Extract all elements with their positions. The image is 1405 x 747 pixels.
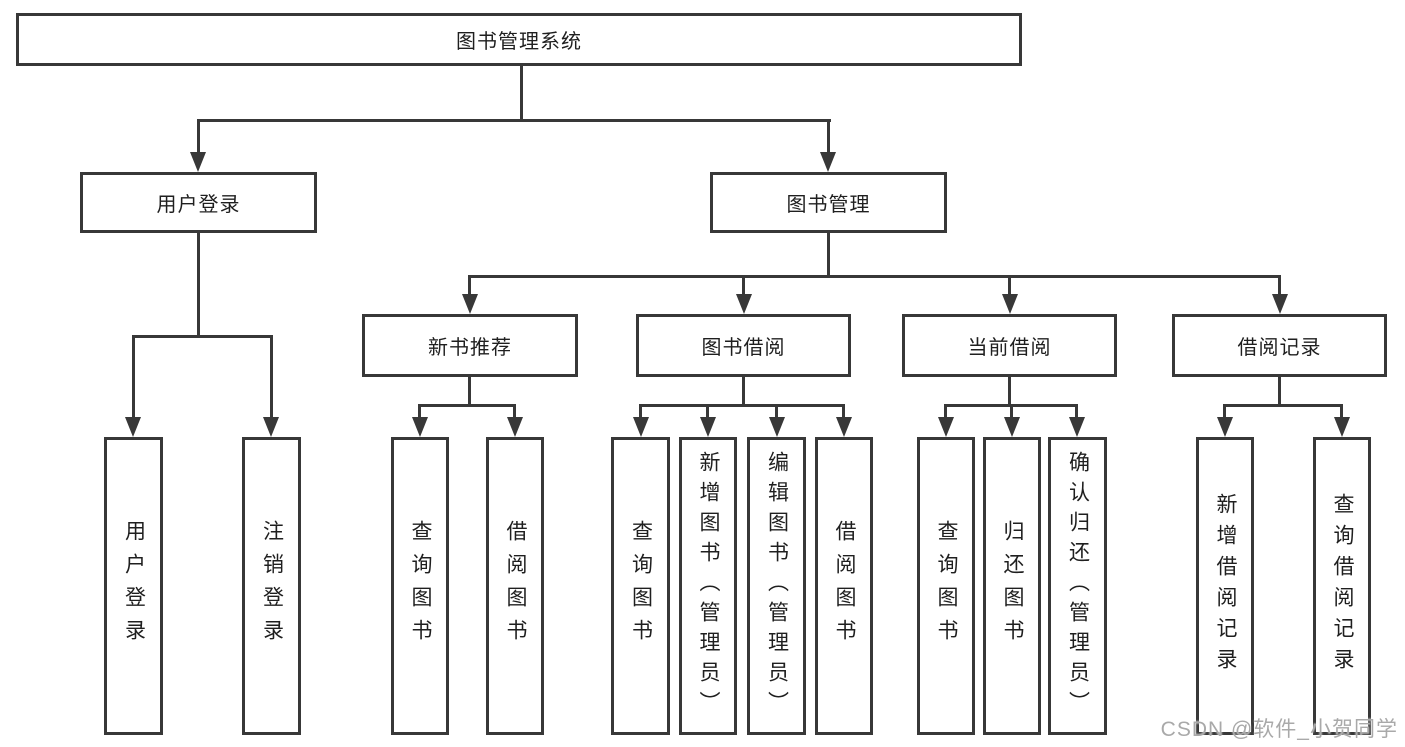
arrowhead-down-icon	[769, 417, 785, 437]
leaf-query-books-borrowing: 查询图书	[611, 437, 670, 735]
connector-vline	[270, 335, 273, 417]
connector-vline	[944, 404, 947, 419]
arrowhead-down-icon	[938, 417, 954, 437]
leaf-query-books-recommend-label: 查询图书	[409, 520, 433, 652]
connector-vline	[639, 404, 642, 419]
leaf-query-books-recommend: 查询图书	[391, 437, 449, 735]
arrowhead-down-icon	[820, 152, 836, 172]
leaf-logout: 注销登录	[242, 437, 301, 735]
connector-vline	[197, 119, 200, 154]
arrowhead-down-icon	[1069, 417, 1085, 437]
connector-vline	[742, 275, 745, 296]
connector-vline	[775, 404, 778, 419]
connector-vline	[1278, 377, 1281, 406]
node-borrowing-records-label: 借阅记录	[1237, 337, 1322, 359]
leaf-borrow-books-borrowing-label: 借阅图书	[833, 520, 857, 652]
connector-vline	[520, 66, 523, 121]
leaf-query-books-borrowing-label: 查询图书	[629, 520, 653, 652]
watermark: CSDN @软件_小贺同学	[1160, 718, 1398, 741]
connector-vline	[468, 377, 471, 406]
connector-vline	[468, 275, 471, 296]
connector-vline	[1075, 404, 1078, 419]
arrowhead-down-icon	[633, 417, 649, 437]
leaf-add-borrow-record-label: 新增借阅记录	[1214, 493, 1238, 679]
arrowhead-down-icon	[125, 417, 141, 437]
leaf-add-book-admin: 新增图书（管理员）	[679, 437, 737, 735]
arrowhead-down-icon	[736, 294, 752, 314]
leaf-logout-label: 注销登录	[260, 520, 284, 652]
arrowhead-down-icon	[700, 417, 716, 437]
leaf-query-books-current: 查询图书	[917, 437, 975, 735]
connector-hline	[419, 404, 516, 407]
connector-hline	[132, 335, 273, 338]
arrowhead-down-icon	[1004, 417, 1020, 437]
node-book-borrowing: 图书借阅	[636, 314, 851, 377]
leaf-query-borrow-record: 查询借阅记录	[1313, 437, 1371, 735]
node-current-borrowing-label: 当前借阅	[967, 337, 1052, 359]
arrowhead-down-icon	[190, 152, 206, 172]
node-current-borrowing: 当前借阅	[902, 314, 1117, 377]
arrowhead-down-icon	[462, 294, 478, 314]
connector-hline	[640, 404, 845, 407]
connector-vline	[706, 404, 709, 419]
leaf-user-login: 用户登录	[104, 437, 163, 735]
arrowhead-down-icon	[507, 417, 523, 437]
connector-vline	[513, 404, 516, 419]
connector-vline	[418, 404, 421, 419]
connector-vline	[1340, 404, 1343, 419]
node-book-management-label: 图书管理	[786, 194, 871, 216]
leaf-edit-book-admin-label: 编辑图书（管理员）	[765, 451, 789, 721]
leaf-return-books-label: 归还图书	[1001, 520, 1025, 652]
leaf-query-borrow-record-label: 查询借阅记录	[1331, 493, 1355, 679]
leaf-borrow-books-recommend-label: 借阅图书	[504, 520, 528, 652]
node-user-login-label: 用户登录	[156, 194, 241, 216]
node-root-label: 图书管理系统	[456, 31, 582, 53]
leaf-add-book-admin-label: 新增图书（管理员）	[697, 451, 721, 721]
connector-vline	[1010, 404, 1013, 419]
connector-vline	[742, 377, 745, 406]
arrowhead-down-icon	[263, 417, 279, 437]
connector-vline	[132, 335, 135, 417]
connector-hline	[469, 275, 1281, 278]
node-new-book-recommend-label: 新书推荐	[428, 337, 512, 359]
node-book-borrowing-label: 图书借阅	[701, 337, 786, 359]
node-root: 图书管理系统	[16, 13, 1022, 66]
connector-vline	[1223, 404, 1226, 419]
leaf-borrow-books-borrowing: 借阅图书	[815, 437, 873, 735]
connector-vline	[1008, 377, 1011, 406]
leaf-add-borrow-record: 新增借阅记录	[1196, 437, 1254, 735]
leaf-user-login-label: 用户登录	[122, 520, 146, 652]
leaf-confirm-return-admin: 确认归还（管理员）	[1048, 437, 1107, 735]
arrowhead-down-icon	[1002, 294, 1018, 314]
connector-vline	[197, 233, 200, 337]
connector-vline	[827, 119, 830, 154]
leaf-return-books: 归还图书	[983, 437, 1041, 735]
leaf-borrow-books-recommend: 借阅图书	[486, 437, 544, 735]
node-user-login: 用户登录	[80, 172, 317, 233]
node-book-management: 图书管理	[710, 172, 947, 233]
arrowhead-down-icon	[1272, 294, 1288, 314]
connector-hline	[198, 119, 831, 122]
connector-vline	[842, 404, 845, 419]
connector-hline	[1224, 404, 1343, 407]
arrowhead-down-icon	[1334, 417, 1350, 437]
connector-vline	[827, 233, 830, 277]
arrowhead-down-icon	[1217, 417, 1233, 437]
connector-vline	[1008, 275, 1011, 296]
connector-vline	[1278, 275, 1281, 296]
node-new-book-recommend: 新书推荐	[362, 314, 578, 377]
node-borrowing-records: 借阅记录	[1172, 314, 1387, 377]
leaf-query-books-current-label: 查询图书	[935, 520, 959, 652]
arrowhead-down-icon	[412, 417, 428, 437]
arrowhead-down-icon	[836, 417, 852, 437]
leaf-confirm-return-admin-label: 确认归还（管理员）	[1066, 451, 1090, 721]
leaf-edit-book-admin: 编辑图书（管理员）	[747, 437, 806, 735]
